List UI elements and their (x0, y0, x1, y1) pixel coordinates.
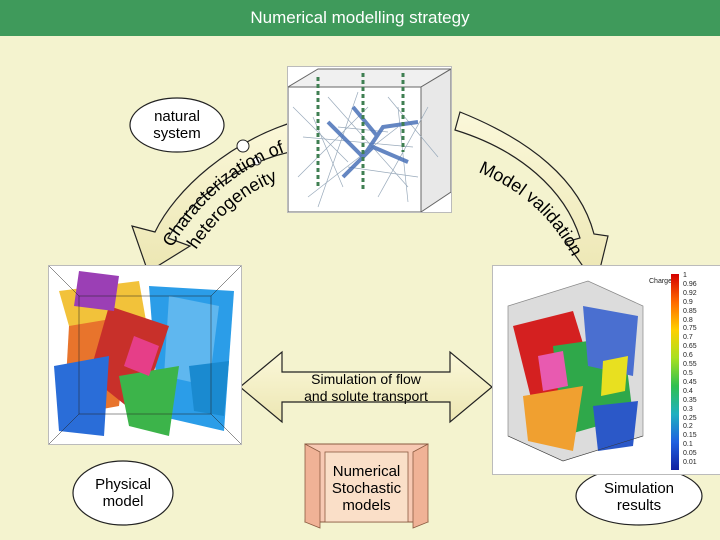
legend-value: 0.4 (683, 387, 693, 395)
physical-model-label: Physical model (95, 476, 151, 510)
legend-values: 1 0.96 0.92 0.9 0.85 0.8 0.75 0.7 0.65 0… (683, 272, 697, 468)
legend-value: 0.96 (683, 280, 697, 288)
legend-value: 0.65 (683, 343, 697, 351)
simulation-results-label: Simulation results (603, 480, 675, 514)
validation-arrow (454, 111, 609, 287)
legend-value: 0.92 (683, 289, 697, 297)
legend-value: 0.85 (683, 307, 697, 315)
legend-value: 0.6 (683, 352, 693, 360)
fracture-block-illustration (288, 68, 451, 212)
legend-value: 0.01 (683, 459, 697, 467)
legend-value: 0.35 (683, 396, 697, 404)
legend-colorbar (671, 274, 679, 470)
simulation-3d-plot (493, 266, 720, 474)
scroll-shape (304, 443, 429, 529)
natural-system-image (287, 66, 452, 213)
numerical-stochastic-models-label: Numerical Stochastic models (331, 463, 402, 514)
legend-value: 0.3 (683, 405, 693, 413)
physical-model-image (48, 265, 242, 445)
legend-value: 0.45 (683, 378, 697, 386)
legend-value: 0.2 (683, 423, 693, 431)
simulation-results-image: Charge 1 0.96 0.92 0.9 0.85 0.8 0.75 0.7… (492, 265, 720, 475)
legend-value: 0.25 (683, 414, 697, 422)
legend-value: 0.15 (683, 432, 697, 440)
legend-value: 0.55 (683, 361, 697, 369)
natural-system-label: natural system (153, 108, 201, 142)
legend-value: 0.1 (683, 441, 693, 449)
legend-value: 0.05 (683, 450, 697, 458)
legend-value: 0.8 (683, 316, 693, 324)
natural-system-bubble (129, 97, 225, 153)
page-title: Numerical modelling strategy (250, 8, 470, 27)
legend-value: 0.75 (683, 325, 697, 333)
characterization-text: Characterization of (158, 137, 287, 250)
simulation-flow-label: Simulation of flow and solute transport (304, 371, 428, 404)
thought-dot (236, 139, 250, 153)
physical-model-bubble (72, 460, 174, 526)
title-bar: Numerical modelling strategy (0, 0, 720, 36)
fracture-network-illustration (49, 266, 241, 444)
color-legend: Charge 1 0.96 0.92 0.9 0.85 0.8 0.75 0.7… (649, 270, 719, 470)
legend-value: 0.7 (683, 334, 693, 342)
legend-title: Charge (649, 278, 672, 285)
legend-value: 1 (683, 272, 687, 279)
thought-dot (252, 156, 262, 166)
legend-value: 0.5 (683, 369, 693, 377)
legend-value: 0.9 (683, 298, 693, 306)
